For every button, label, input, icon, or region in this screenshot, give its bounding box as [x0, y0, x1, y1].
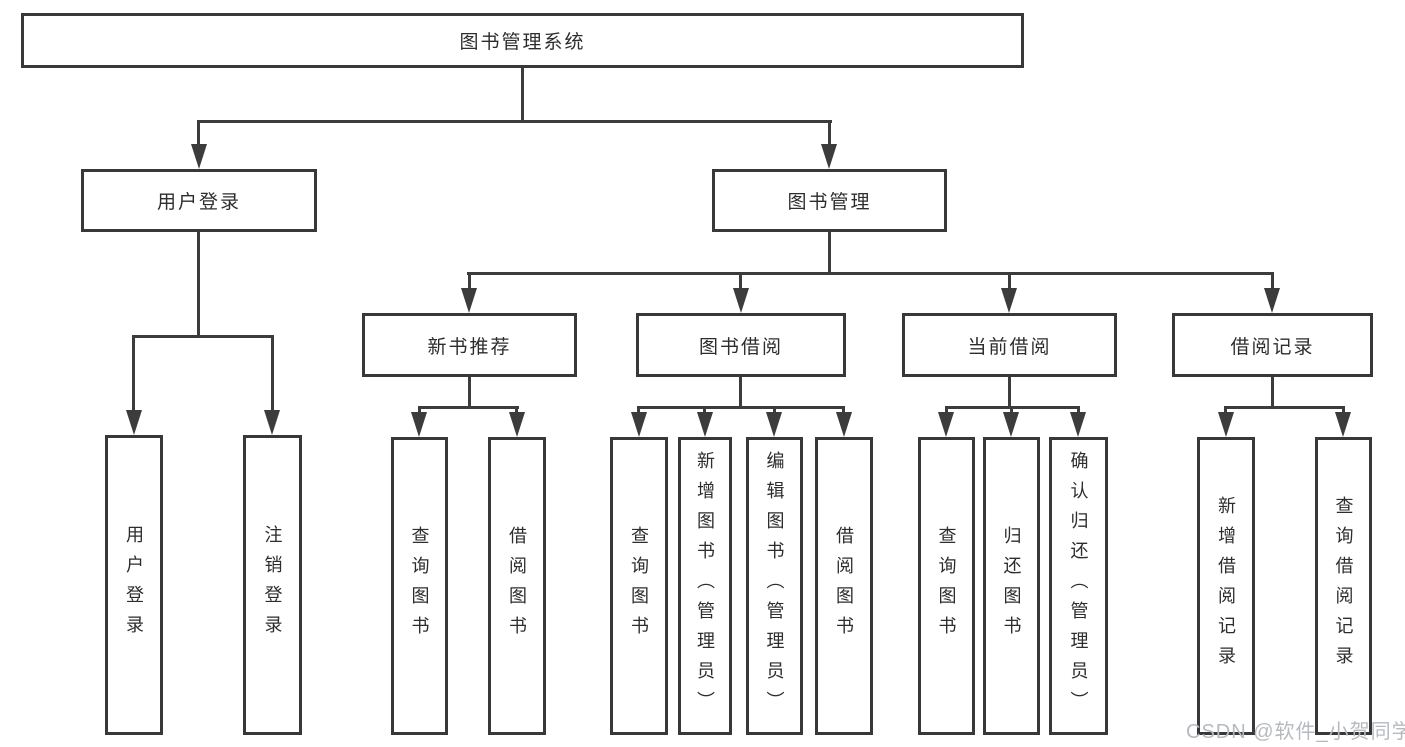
leaf-label: 借阅图书 [507, 526, 527, 646]
connector-book-borrow-rail [637, 406, 845, 409]
leaf-label: 归还图书 [1001, 526, 1022, 646]
node-label: 借阅记录 [1230, 336, 1315, 358]
connector-new-rec-rail [418, 406, 519, 409]
node-label: 图书管理系统 [459, 32, 586, 53]
leaf-confirm-return-admin: 确认归还（管理员） [1049, 437, 1108, 735]
node-label: 图书管理 [787, 192, 872, 213]
arrowhead-confirm-return [1070, 412, 1086, 437]
leaf-query-books-borrowing: 查询图书 [610, 437, 668, 735]
leaf-borrow-books-borrowing: 借阅图书 [815, 437, 873, 735]
connector-root-stem [521, 68, 524, 123]
arrowhead-edit-books [766, 412, 782, 437]
connector-drop-new-rec [468, 272, 471, 294]
leaf-logout: 注销登录 [243, 435, 302, 735]
arrowhead-query-books-2 [631, 412, 647, 437]
node-label: 用户登录 [156, 192, 241, 213]
arrowhead-query-record [1335, 412, 1351, 437]
connector-new-rec-stem [468, 377, 471, 409]
leaf-label: 用户登录 [124, 525, 144, 645]
arrowhead-current-borrow [1001, 288, 1017, 313]
leaf-label: 新增借阅记录 [1216, 496, 1236, 676]
arrowhead-leaf-user-login [126, 410, 142, 435]
connector-user-stem [197, 232, 200, 338]
connector-drop-current-borrow [1008, 272, 1011, 294]
arrowhead-book-borrow [733, 288, 749, 313]
node-new-book-recommend: 新书推荐 [362, 313, 577, 377]
leaf-query-borrow-record: 查询借阅记录 [1315, 437, 1372, 735]
node-label: 图书借阅 [698, 336, 783, 358]
connector-drop-book-borrow [739, 272, 742, 294]
connector-mgmt-stem [828, 232, 831, 275]
connector-drop-user-login [197, 120, 200, 150]
leaf-label: 查询图书 [936, 526, 957, 646]
leaf-borrow-books-recommend: 借阅图书 [488, 437, 546, 735]
arrowhead-add-books [697, 412, 713, 437]
connector-records-rail [1224, 406, 1345, 409]
leaf-label: 编辑图书（管理员） [764, 451, 785, 721]
arrowhead-return-books [1003, 412, 1019, 437]
connector-records-stem [1271, 377, 1274, 409]
connector-mgmt-rail [467, 272, 1274, 275]
connector-drop-leaf-user-login [132, 335, 135, 415]
leaf-add-borrow-record: 新增借阅记录 [1197, 437, 1255, 735]
leaf-return-books: 归还图书 [983, 437, 1040, 735]
leaf-label: 新增图书（管理员） [695, 451, 715, 721]
arrowhead-borrow-books-2 [836, 412, 852, 437]
arrowhead-leaf-logout [264, 410, 280, 435]
leaf-query-books-current: 查询图书 [918, 437, 975, 735]
node-book-borrowing: 图书借阅 [636, 313, 846, 377]
leaf-edit-books-admin: 编辑图书（管理员） [746, 437, 803, 735]
arrowhead-add-record [1218, 412, 1234, 437]
connector-drop-book-mgmt [828, 120, 831, 150]
node-label: 新书推荐 [427, 336, 512, 358]
leaf-label: 查询图书 [409, 526, 430, 646]
node-borrowing-records: 借阅记录 [1172, 313, 1373, 377]
leaf-label: 借阅图书 [834, 526, 854, 646]
leaf-user-login: 用户登录 [105, 435, 163, 735]
node-current-borrowing: 当前借阅 [902, 313, 1117, 377]
leaf-label: 查询借阅记录 [1333, 496, 1354, 676]
connector-drop-leaf-logout [271, 335, 274, 415]
arrowhead-borrow-records [1264, 288, 1280, 313]
arrowhead-book-mgmt [821, 144, 837, 169]
csdn-watermark: CSDN @软件_小贺同学 [1186, 721, 1405, 743]
connector-root-rail [197, 120, 832, 123]
connector-drop-borrow-records [1271, 272, 1274, 294]
arrowhead-user-login [191, 144, 207, 169]
connector-book-borrow-stem [739, 377, 742, 409]
arrowhead-query-books-3 [938, 412, 954, 437]
leaf-query-books-recommend: 查询图书 [391, 437, 448, 735]
node-user-login: 用户登录 [81, 169, 317, 232]
leaf-add-books-admin: 新增图书（管理员） [678, 437, 732, 735]
arrowhead-new-rec [461, 288, 477, 313]
leaf-label: 注销登录 [262, 525, 283, 645]
node-library-system: 图书管理系统 [21, 13, 1024, 68]
connector-user-rail [132, 335, 274, 338]
leaf-label: 确认归还（管理员） [1068, 451, 1089, 721]
arrowhead-borrow-books-1 [509, 412, 525, 437]
leaf-label: 查询图书 [629, 526, 649, 646]
node-label: 当前借阅 [967, 336, 1052, 358]
arrowhead-query-books-1 [411, 412, 427, 437]
node-book-management: 图书管理 [712, 169, 947, 232]
connector-current-stem [1008, 377, 1011, 409]
